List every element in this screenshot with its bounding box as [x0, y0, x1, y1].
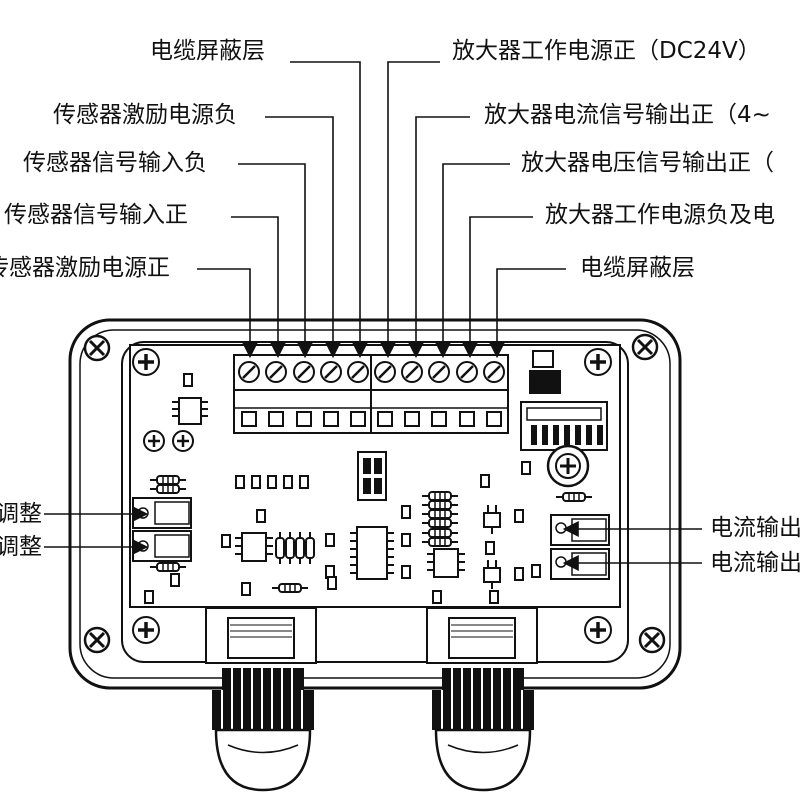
- capacitor: [221, 534, 231, 548]
- resistor: [422, 518, 458, 528]
- passive-components: [144, 373, 592, 604]
- label-voltage-output-positive: 放大器电压信号输出正（: [521, 150, 774, 176]
- pcb-screw-top-right: [584, 348, 612, 376]
- power-jack: [520, 350, 608, 451]
- capacitor: [531, 564, 541, 578]
- connector-pin: [531, 425, 537, 445]
- connector-pin: [586, 425, 592, 445]
- cable-gland-right: [426, 607, 538, 792]
- housing-screw-top-left: [83, 334, 111, 362]
- terminal-screw: [456, 361, 478, 427]
- terminal-screw: [293, 361, 315, 427]
- ic-8pin-right: [427, 548, 465, 578]
- capacitor: [432, 590, 442, 604]
- left-trimmer-upper: [132, 497, 192, 529]
- capacitor: [251, 475, 261, 489]
- label-signal-input-negative: 传感器信号输入负: [23, 150, 207, 176]
- capacitor: [514, 509, 524, 523]
- leader-lines: [44, 61, 702, 571]
- trimmer-potentiometer: [546, 444, 590, 488]
- capacitor: [256, 509, 266, 523]
- resistor: [150, 475, 186, 485]
- label-current-output-lower: 电流输出: [710, 550, 800, 576]
- label-adjust-upper: 调整: [0, 501, 42, 527]
- capacitor: [480, 474, 490, 488]
- housing-screw-bottom-right: [638, 626, 666, 654]
- housing-screw-top-right: [631, 333, 659, 361]
- ic-8pin-left: [235, 532, 273, 562]
- resistor: [422, 537, 458, 547]
- resistor: [285, 532, 295, 564]
- resistor: [556, 492, 592, 502]
- connector-pin: [597, 425, 603, 445]
- transistor-upper: [483, 505, 501, 534]
- terminal-screw: [428, 361, 450, 427]
- terminal-block: [233, 354, 509, 434]
- right-trimmer-upper: [550, 514, 610, 546]
- label-power-positive: 放大器工作电源正（DC24V）: [452, 38, 761, 64]
- pcb-screw-bottom-right: [584, 616, 612, 644]
- housing-screw-bottom-left: [83, 626, 111, 654]
- resistor: [272, 583, 308, 593]
- capacitor: [521, 461, 531, 475]
- label-signal-input-positive: 传感器信号输入正: [4, 202, 188, 228]
- capacitor: [325, 533, 335, 547]
- capacitor: [144, 590, 154, 604]
- connector-pin: [542, 425, 548, 445]
- capacitor: [489, 590, 499, 604]
- capacitor: [183, 373, 193, 387]
- capacitor: [327, 576, 337, 590]
- capacitor: [283, 475, 293, 489]
- terminal-screw: [265, 361, 287, 427]
- capacitor: [170, 573, 180, 587]
- cable-gland-left: [205, 607, 317, 792]
- terminal-screw: [320, 361, 342, 427]
- resistor: [295, 532, 305, 564]
- terminal-screw: [374, 361, 396, 427]
- capacitor: [235, 475, 245, 489]
- pcb-screw-bottom-left: [132, 616, 160, 644]
- label-current-output-upper: 电流输出: [710, 515, 800, 541]
- label-shield-left: 电缆屏蔽层: [150, 38, 265, 64]
- label-current-output-positive: 放大器电流信号输出正（4~: [484, 102, 771, 128]
- capacitor: [401, 533, 411, 547]
- ic-8pin-top-left: [172, 397, 208, 425]
- capacitor: [267, 475, 277, 489]
- small-pot-a: [143, 430, 165, 452]
- resistor: [305, 532, 315, 564]
- capacitor: [401, 505, 411, 519]
- resistor: [150, 562, 186, 572]
- pcb-screw-top-left: [132, 348, 160, 376]
- connector-pin: [564, 425, 570, 445]
- capacitor: [241, 582, 251, 596]
- right-trimmer-lower: [550, 548, 610, 580]
- resistor: [275, 532, 285, 564]
- terminal-screw: [238, 361, 260, 427]
- capacitor: [401, 565, 411, 579]
- resistor: [422, 491, 458, 501]
- resistor: [150, 484, 186, 494]
- connector-pin: [553, 425, 559, 445]
- terminal-screw: [483, 361, 505, 427]
- terminal-screw: [347, 361, 369, 427]
- capacitor: [485, 541, 495, 555]
- label-adjust-lower: 调整: [0, 534, 42, 560]
- connector-pin: [575, 425, 581, 445]
- terminal-screw: [401, 361, 423, 427]
- ic-14pin-center: [350, 526, 394, 580]
- small-pot-b: [172, 430, 194, 452]
- label-shield-right: 电缆屏蔽层: [580, 255, 695, 281]
- label-power-negative: 放大器工作电源负及电: [545, 202, 775, 228]
- left-trimmer-lower: [132, 530, 192, 562]
- capacitor: [514, 567, 524, 581]
- capacitor: [299, 475, 309, 489]
- label-excitation-positive: 传感器激励电源正: [0, 255, 170, 281]
- dip-switch: [357, 451, 387, 501]
- label-excitation-negative: 传感器激励电源负: [53, 102, 237, 128]
- transistor-lower: [483, 560, 501, 589]
